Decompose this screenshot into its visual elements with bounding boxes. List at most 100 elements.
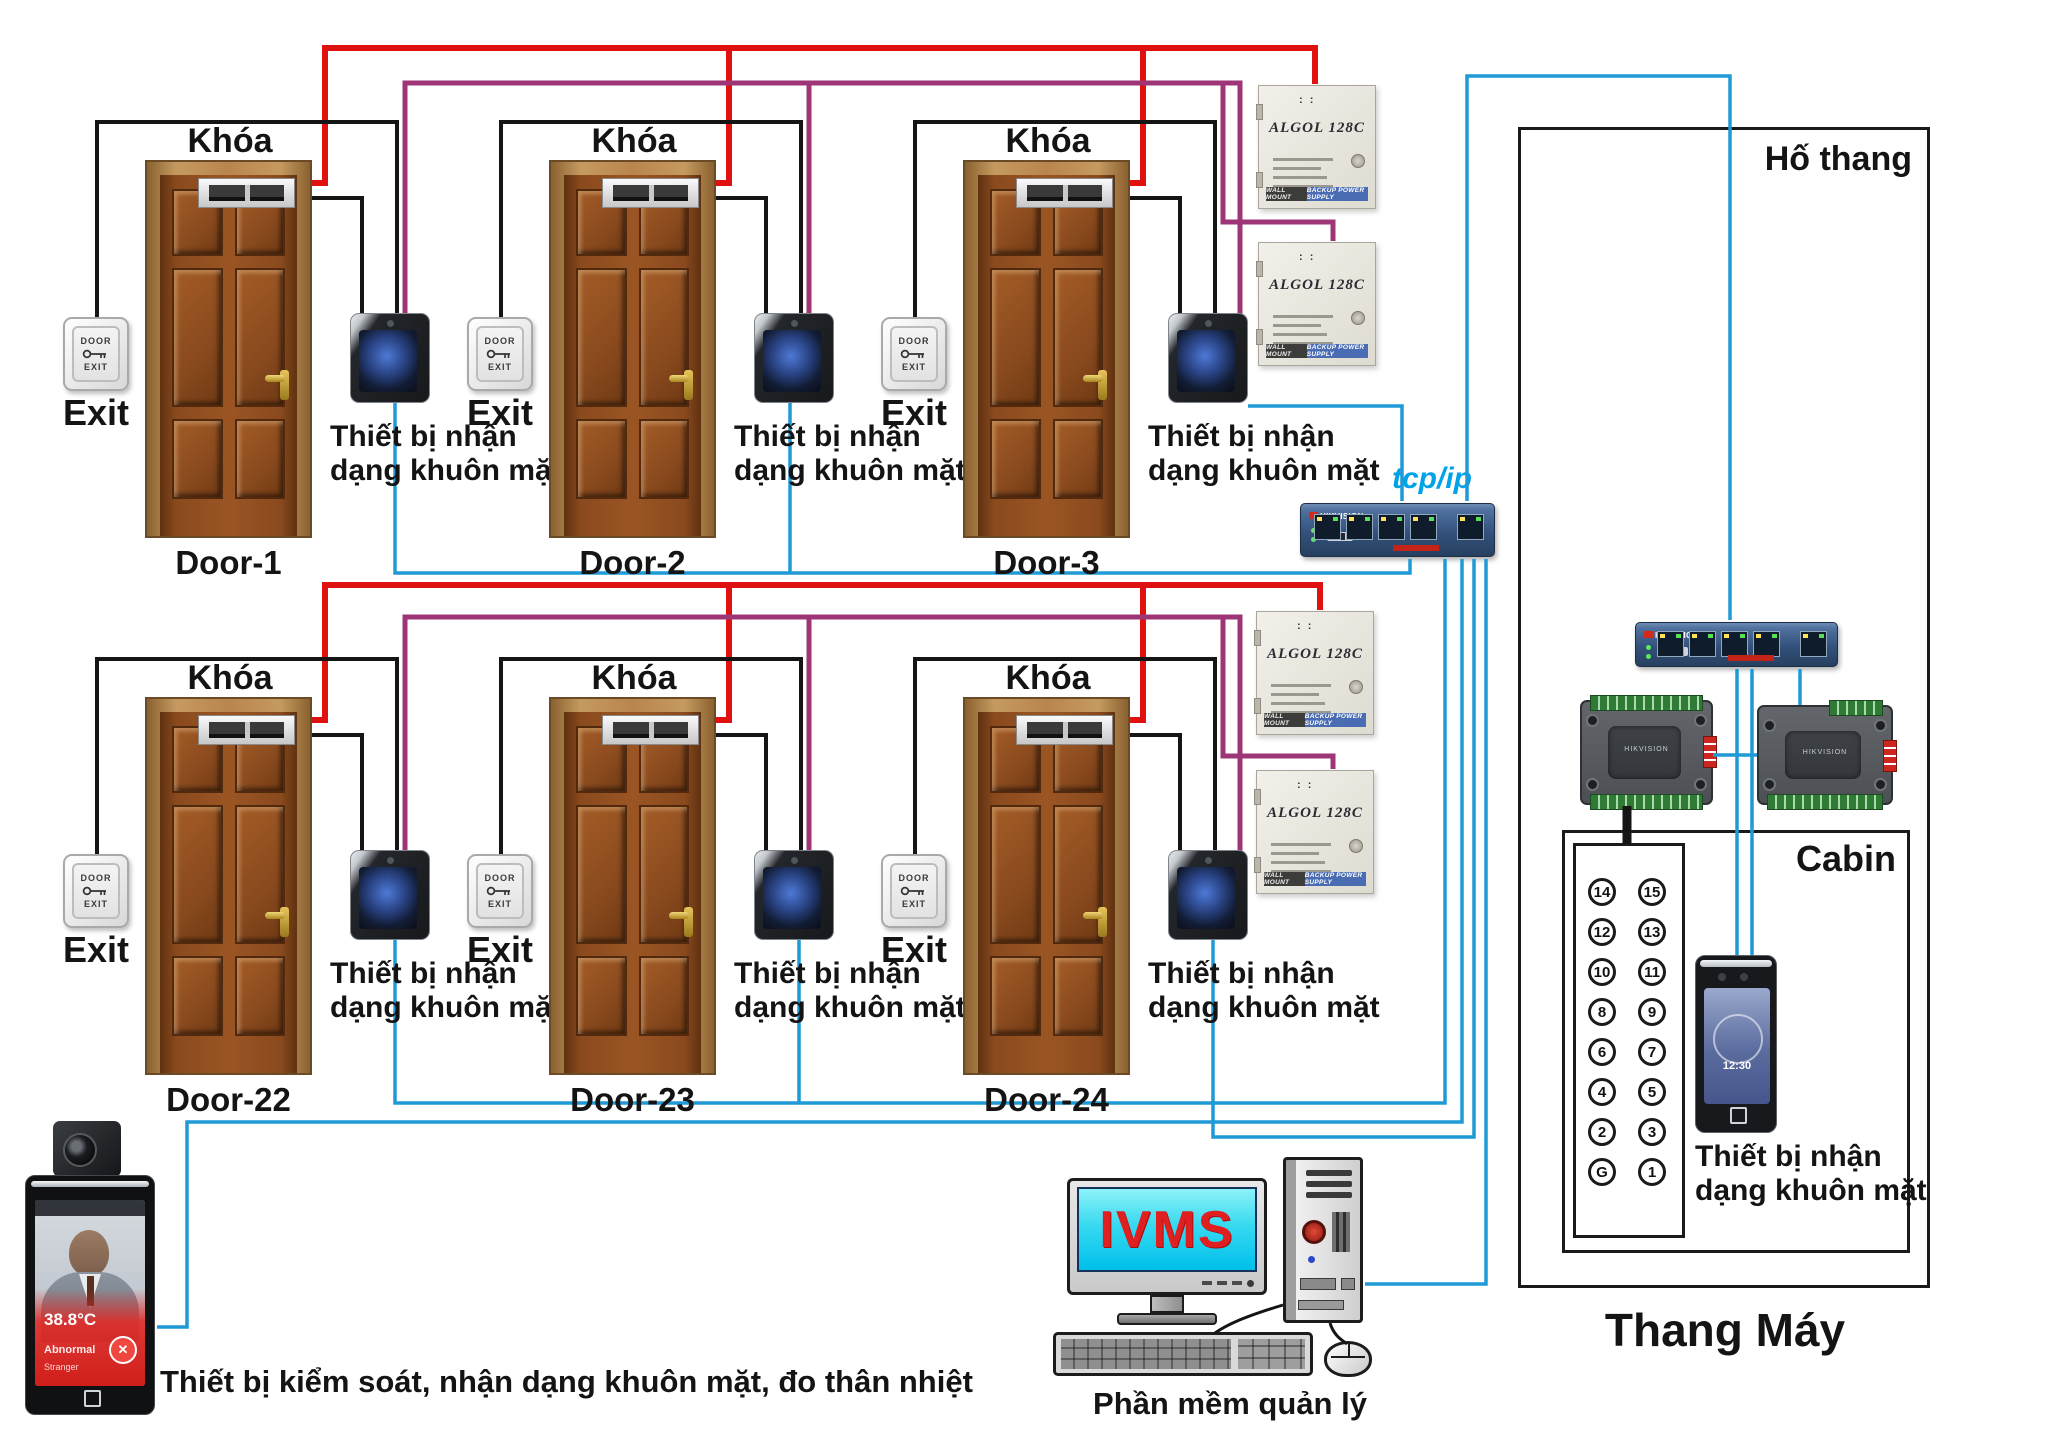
tower-ports — [1300, 1278, 1355, 1290]
shaft-label: Hố thang — [1764, 140, 1912, 178]
rj45-port — [1378, 514, 1405, 540]
door-panel — [172, 956, 223, 1037]
door-panel — [990, 267, 1041, 408]
terminal-body: 38.8°C Abnormal Stranger ✕ — [25, 1175, 155, 1415]
floor-button: 10 — [1588, 958, 1616, 986]
key-icon — [900, 886, 924, 896]
rj45-port — [1314, 514, 1341, 540]
card-tap-icon — [84, 1390, 101, 1407]
key-icon — [82, 349, 106, 359]
psu-keyhole-icon — [1349, 680, 1363, 694]
lock-label: Khóa — [187, 659, 273, 697]
psu-model-label: ALGOL 128C — [1267, 646, 1363, 662]
elevator-title: Thang Máy — [1604, 1304, 1846, 1356]
door-group: Khóa DOOR EXIT Exit — [444, 607, 966, 1118]
dip-switch-icon — [1883, 739, 1897, 772]
psu-wallmount-label: WALL MOUNT — [1266, 344, 1307, 358]
door-group: Khóa DOOR EXIT Exit — [858, 70, 1380, 581]
terminal-strip — [1590, 695, 1703, 711]
door-handle-icon — [669, 369, 693, 400]
door-panel — [638, 804, 689, 945]
door-leaf — [978, 175, 1115, 536]
psu-backup-label: BACKUP POWER SUPPLY — [1304, 713, 1366, 727]
psu-wallmount-label: WALL MOUNT — [1264, 713, 1305, 727]
cabin-reader-screen: 12:30 — [1704, 988, 1770, 1104]
controller-face — [1608, 726, 1681, 779]
door-frame — [963, 160, 1130, 538]
cabin-face-reader: 12:30 — [1695, 955, 1777, 1133]
exit-push-button: DOOR EXIT — [63, 854, 129, 928]
monitor-screen: IVMS — [1077, 1187, 1257, 1272]
substatus-text: Stranger — [44, 1362, 79, 1372]
rj45-port — [1346, 514, 1373, 540]
door-frame — [963, 697, 1130, 1075]
exit-label: Exit — [466, 929, 534, 970]
rj45-uplink-port — [1457, 514, 1484, 540]
door-panel — [990, 419, 1041, 500]
reader-screen — [1177, 330, 1235, 392]
psu-backup-label: BACKUP POWER SUPPLY — [1306, 344, 1368, 358]
door-name-label: Door-23 — [570, 1081, 695, 1118]
reader-label-line2: dạng khuôn mặt — [330, 991, 562, 1024]
door-name-label: Door-22 — [166, 1081, 291, 1118]
cabin-reader-label-line2: dạng khuôn mặt — [1695, 1174, 1927, 1207]
psu-spec-lines — [1273, 309, 1333, 351]
magnetic-lock — [602, 715, 699, 745]
floor-button: 14 — [1588, 878, 1616, 906]
button-column-right: 15 13 11 9 7 5 3 1 — [1638, 878, 1666, 1186]
door-handle-icon — [1083, 369, 1107, 400]
door-group: Khóa DOOR EXIT Exit — [858, 607, 1380, 1118]
exit-button-exit-text: EXIT — [901, 362, 926, 372]
camera-icon — [1205, 857, 1212, 864]
screen-status-bar — [35, 1200, 145, 1216]
camera-icon — [1740, 973, 1748, 981]
door-panel — [1052, 419, 1103, 500]
exit-push-button: DOOR EXIT — [63, 317, 129, 391]
door-panel — [990, 804, 1041, 945]
psu-spec-lines — [1271, 837, 1331, 879]
door-handle-icon — [669, 906, 693, 937]
camera-icon — [387, 320, 394, 327]
floor-button: 5 — [1638, 1078, 1666, 1106]
door-panel — [234, 956, 285, 1037]
door-frame — [549, 697, 716, 1075]
door-panel — [638, 267, 689, 408]
key-icon — [900, 349, 924, 359]
switch-ports — [1657, 631, 1827, 657]
controller-face — [1785, 731, 1861, 779]
floor-button: 15 — [1638, 878, 1666, 906]
psu-backup-label: BACKUP POWER SUPPLY — [1306, 187, 1368, 201]
key-icon — [486, 886, 510, 896]
face-recognition-reader — [350, 313, 430, 403]
keyboard — [1053, 1332, 1313, 1376]
door-panel — [1052, 804, 1103, 945]
psu-hinge — [1254, 789, 1261, 805]
psu-hinge — [1254, 698, 1261, 714]
reader-label-line1: Thiết bị nhận — [1148, 957, 1335, 990]
psu-model-label: ALGOL 128C — [1267, 805, 1363, 821]
monitor-stand — [1150, 1295, 1184, 1313]
psu-hinge — [1256, 172, 1263, 188]
reader-label: Thiết bị nhận dạng khuôn mặt — [330, 957, 562, 1025]
psu-indicator-dots: : : — [1297, 620, 1314, 632]
controller-brand: HIKVISION — [1624, 746, 1669, 754]
computer-tower — [1283, 1157, 1363, 1323]
face-recognition-reader — [754, 850, 834, 940]
magnetic-lock — [1016, 178, 1113, 208]
psu-hinge — [1254, 630, 1261, 646]
face-recognition-reader — [350, 850, 430, 940]
door-panel — [576, 956, 627, 1037]
rj45-port — [1753, 631, 1780, 657]
lock-label: Khóa — [187, 122, 273, 160]
floor-button: 11 — [1638, 958, 1666, 986]
psu-keyhole-icon — [1351, 311, 1365, 325]
psu-model-label: ALGOL 128C — [1269, 277, 1365, 293]
thermal-terminal-label: Thiết bị kiểm soát, nhận dạng khuôn mặt,… — [160, 1364, 973, 1399]
power-button-icon — [1302, 1220, 1326, 1244]
card-tap-icon — [1730, 1107, 1747, 1124]
person-photo — [69, 1230, 109, 1276]
reader-screen — [763, 867, 821, 929]
reader-label: Thiết bị nhận dạng khuôn mặt — [734, 420, 966, 488]
reader-label: Thiết bị nhận dạng khuôn mặt — [330, 420, 562, 488]
